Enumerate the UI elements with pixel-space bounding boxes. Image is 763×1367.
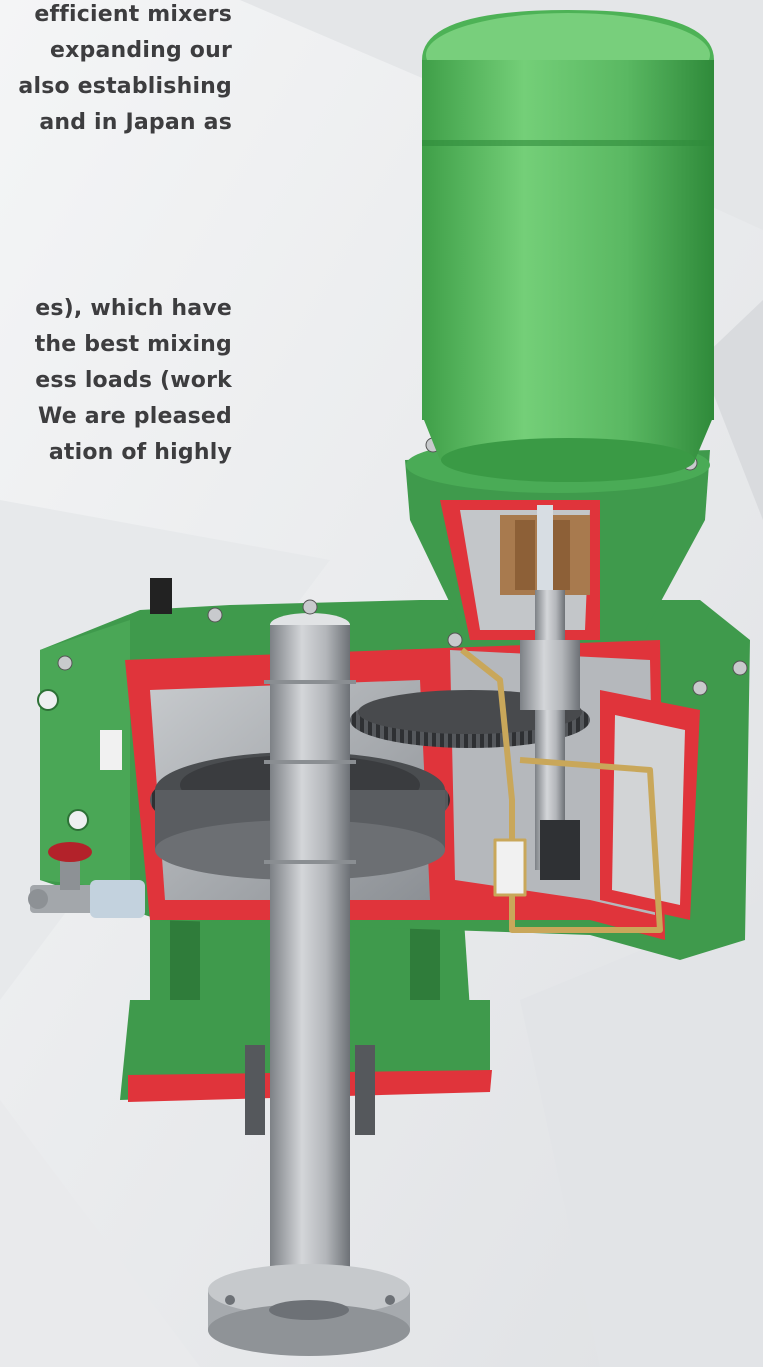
housing-bolts	[57, 599, 748, 696]
intro-text: efficient mixers expanding our also esta…	[0, 0, 763, 600]
drain-valve	[28, 842, 145, 918]
lubrication-pipe	[460, 647, 663, 933]
output-shaft	[208, 613, 410, 1356]
breather-cap	[150, 578, 172, 614]
motor-flange	[405, 437, 710, 655]
text-line: expanding our	[50, 38, 232, 63]
text-line: ation of highly	[48, 440, 232, 465]
text-line: es), which have	[35, 296, 232, 321]
text-line: the best mixing	[34, 332, 232, 357]
text-line: also establishing	[18, 74, 232, 99]
motor	[422, 10, 714, 482]
text-line: efficient mixers	[34, 2, 232, 27]
pinion-shaft	[520, 590, 580, 880]
text-line: We are pleased	[38, 404, 232, 429]
text-line: ess loads (work	[35, 368, 232, 393]
text-line: and in Japan as	[39, 110, 232, 135]
